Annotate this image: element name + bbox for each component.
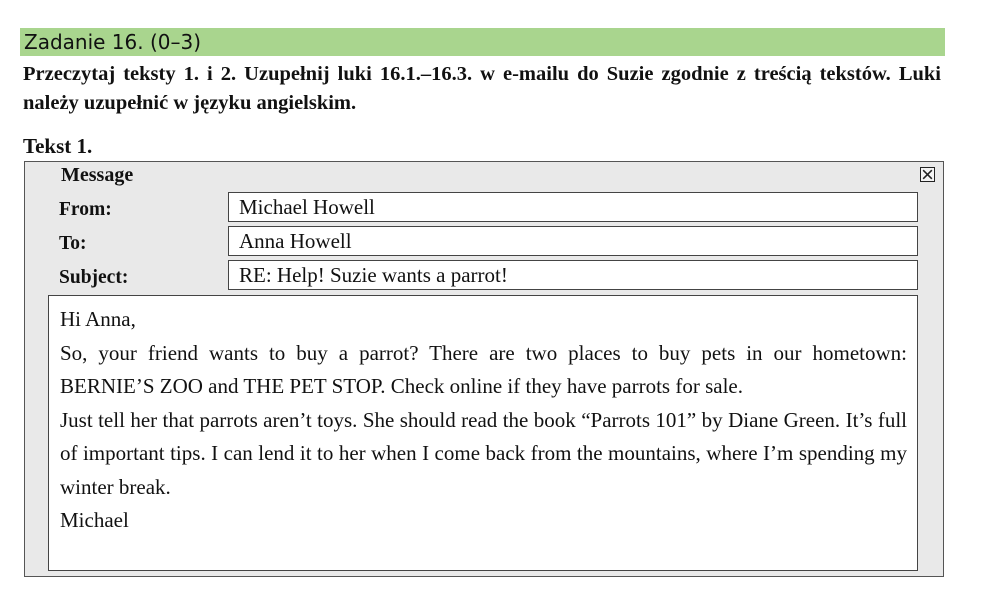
from-label: From: [59,199,112,220]
subject-label: Subject: [59,267,129,288]
task-instructions: Przeczytaj teksty 1. i 2. Uzupełnij luki… [23,63,941,114]
body-paragraph-1: So, your friend wants to buy a parrot? T… [60,340,907,399]
to-field[interactable]: Anna Howell [228,226,918,256]
body-signature: Michael [60,508,129,532]
text-label: Tekst 1. [23,134,93,158]
task-title: Zadanie 16. (0–3) [20,28,945,56]
subject-field[interactable]: RE: Help! Suzie wants a parrot! [228,260,918,290]
close-x-icon [922,169,933,180]
close-box-icon[interactable] [920,167,935,182]
message-window: Message From: Michael Howell To: Anna Ho… [24,161,944,577]
body-greeting: Hi Anna, [60,307,136,331]
window-title: Message [61,164,134,186]
message-body[interactable]: Hi Anna, So, your friend wants to buy a … [48,295,918,571]
from-field[interactable]: Michael Howell [228,192,918,222]
body-paragraph-2: Just tell her that parrots aren’t toys. … [60,407,907,499]
to-label: To: [59,233,87,254]
